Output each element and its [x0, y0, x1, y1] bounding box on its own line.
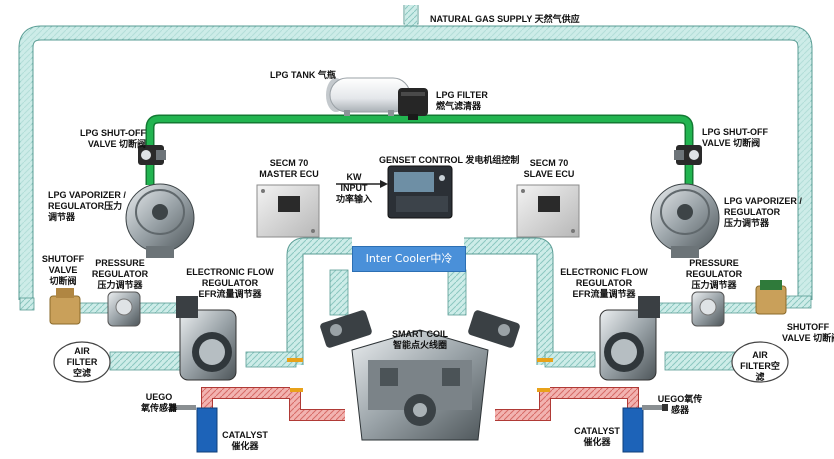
- intake-pipes: [109, 237, 736, 371]
- kw-input-arrow: [336, 180, 388, 188]
- natural-gas-supply-label: NATURAL GAS SUPPLY 天然气供应: [430, 14, 580, 24]
- smart-coil-right: [468, 310, 520, 348]
- efr-left: [176, 296, 237, 381]
- pressure-regulator-right: [691, 291, 725, 327]
- lpg-tank-image: [326, 77, 411, 116]
- efr-right: [599, 296, 660, 381]
- genset-control-label: GENSET CONTROL 发电机组控制: [379, 155, 520, 165]
- vaporizer-left-label: LPG VAPORIZER /REGULATOR压力调节器: [48, 190, 126, 222]
- catalyst-left: [196, 407, 218, 453]
- natural-gas-pipe: [18, 5, 813, 314]
- lpg-fuel-line: [145, 114, 694, 185]
- inter-cooler: Inter Cooler中冷: [352, 246, 466, 272]
- smart-coil-left: [320, 310, 372, 348]
- uego-sensor-right: [642, 404, 668, 411]
- gaskets: [287, 358, 553, 392]
- lpg-tank-label: LPG TANK 气瓶: [270, 70, 336, 80]
- lpg-vaporizer-right: [650, 183, 720, 258]
- lpg-filter-image: [398, 88, 428, 120]
- ng-shutoff-valve-left: [49, 288, 81, 325]
- lpg-shutoff-valve-left: [138, 145, 166, 165]
- air-filter-left: [53, 341, 111, 383]
- genset-controller-image: [387, 165, 453, 219]
- secm-master-ecu-image: [256, 184, 320, 238]
- air-filter-right: [731, 341, 789, 383]
- engine-image: [351, 329, 489, 441]
- lpg-shutoff-valve-right: [674, 145, 702, 165]
- exhaust-pipes: [201, 387, 639, 421]
- ng-shutoff-valve-right: [755, 280, 787, 315]
- catalyst-right: [622, 407, 644, 453]
- uego-right-label: UEGO氧传感器: [657, 394, 703, 415]
- pressure-regulator-left: [107, 291, 141, 327]
- uego-sensor-left: [170, 404, 196, 411]
- secm-slave-ecu-image: [516, 184, 580, 238]
- lpg-vaporizer-left: [125, 183, 195, 258]
